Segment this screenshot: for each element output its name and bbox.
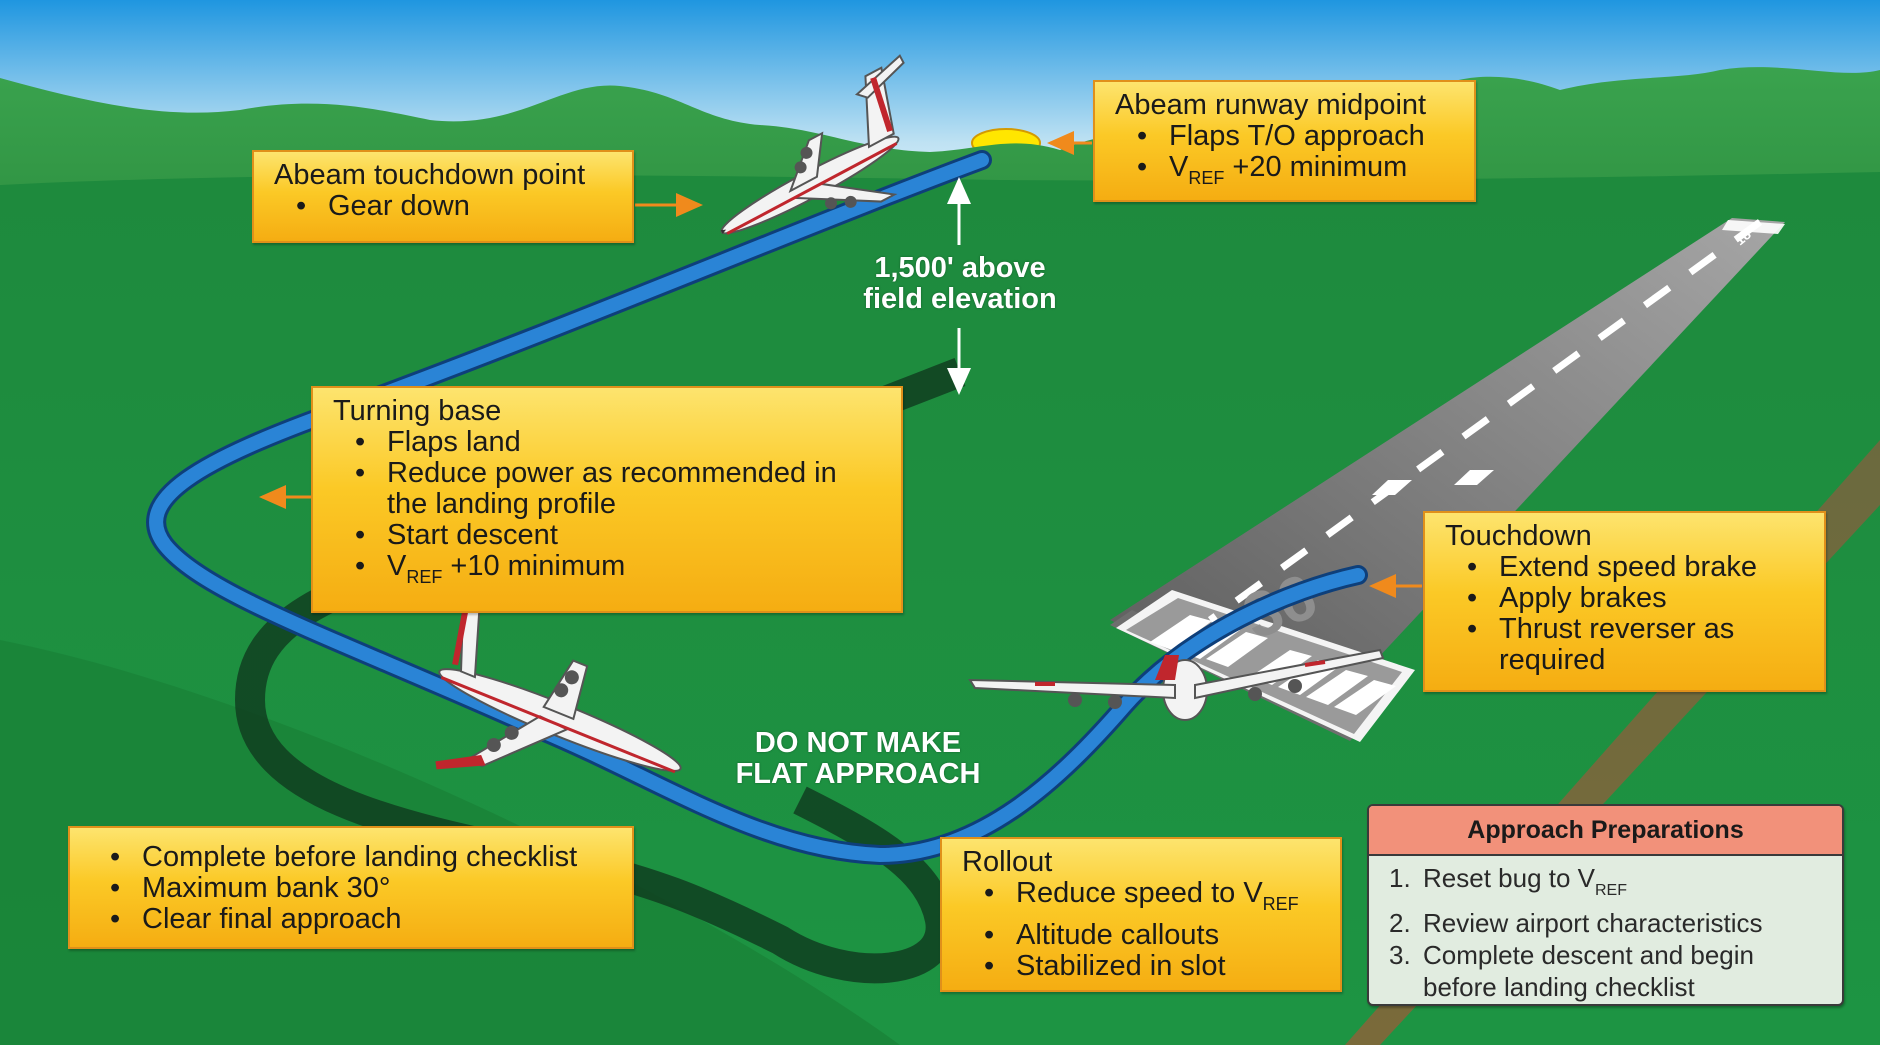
warning-line1: DO NOT MAKE: [754, 727, 962, 759]
callout-title: Rollout: [962, 846, 1053, 878]
callout-item: Apply brakes: [1445, 583, 1806, 615]
final-approach-callout: Complete before landing checklist Maximu…: [68, 826, 634, 949]
callout-item: Complete before landing checklist: [90, 842, 614, 874]
panel-title: Approach Preparations: [1369, 806, 1842, 856]
callout-item: Altitude callouts: [962, 920, 1322, 952]
prep-item: 3. Complete descent and begin before land…: [1389, 939, 1830, 1003]
rollout-text: Reduce speed to V: [1016, 877, 1263, 909]
airplane-icon: [720, 54, 905, 235]
prep-num: 3.: [1389, 940, 1411, 970]
prep-num: 2.: [1389, 908, 1411, 938]
vref-sub: REF: [1595, 882, 1627, 899]
callout-item: Reduce power as recommended in the landi…: [333, 458, 883, 520]
flight-path-fill: [149, 153, 1365, 863]
callout-item: Start descent: [333, 520, 883, 552]
altitude-line2: field elevation: [863, 283, 1057, 315]
prep-text: Review airport characteristics: [1423, 908, 1763, 938]
vref-sub: REF: [1188, 168, 1225, 188]
warning-line2: FLAT APPROACH: [735, 758, 981, 790]
callout-item: Flaps land: [333, 427, 883, 459]
turning-base-callout: Turning base Flaps land Reduce power as …: [311, 386, 903, 613]
prep-text: Complete descent and begin before landin…: [1423, 940, 1755, 1002]
approach-preparations-panel: Approach Preparations 1. Reset bug to VRE…: [1367, 804, 1844, 1006]
callout-title: Touchdown: [1445, 520, 1592, 552]
callout-item: Flaps T/O approach: [1115, 121, 1456, 153]
rollout-callout: Rollout Reduce speed to VREF Altitude ca…: [940, 837, 1342, 992]
callout-item: VREF +20 minimum: [1115, 152, 1456, 194]
callout-item: VREF +10 minimum: [333, 551, 883, 593]
vref-rest: +10 minimum: [442, 550, 626, 582]
vref-v: V: [387, 550, 407, 582]
vref-sub: REF: [406, 567, 443, 587]
callout-item: Thrust reverser as required: [1445, 614, 1806, 676]
callout-title: Abeam runway midpoint: [1115, 89, 1427, 121]
callout-item: Reduce speed to VREF: [962, 878, 1322, 920]
vref-sub: REF: [1262, 894, 1299, 914]
callout-item: Gear down: [274, 191, 614, 223]
prep-item: 2. Review airport characteristics: [1389, 907, 1830, 939]
callout-item: Maximum bank 30°: [90, 873, 614, 905]
callout-item: Extend speed brake: [1445, 552, 1806, 584]
prep-item: 1. Reset bug to VREF: [1389, 862, 1830, 907]
altitude-label: 1,500' above field elevation: [840, 253, 1080, 315]
abeam-touchdown-callout: Abeam touchdown point Gear down: [252, 150, 634, 243]
abeam-midpoint-callout: Abeam runway midpoint Flaps T/O approach…: [1093, 80, 1476, 202]
prep-text: Reset bug to V: [1423, 863, 1595, 893]
prep-num: 1.: [1389, 863, 1411, 893]
airplane-icon: [435, 582, 682, 774]
vref-rest: +20 minimum: [1224, 151, 1408, 183]
flat-approach-warning: DO NOT MAKE FLAT APPROACH: [708, 728, 1008, 790]
vref-v: V: [1169, 151, 1189, 183]
altitude-line1: 1,500' above: [874, 252, 1046, 284]
callout-title: Turning base: [333, 395, 502, 427]
touchdown-callout: Touchdown Extend speed brake Apply brake…: [1423, 511, 1826, 692]
callout-item: Clear final approach: [90, 904, 614, 936]
airplane-icon: [968, 648, 1385, 721]
callout-item: Stabilized in slot: [962, 951, 1322, 983]
callout-title: Abeam touchdown point: [274, 159, 586, 191]
